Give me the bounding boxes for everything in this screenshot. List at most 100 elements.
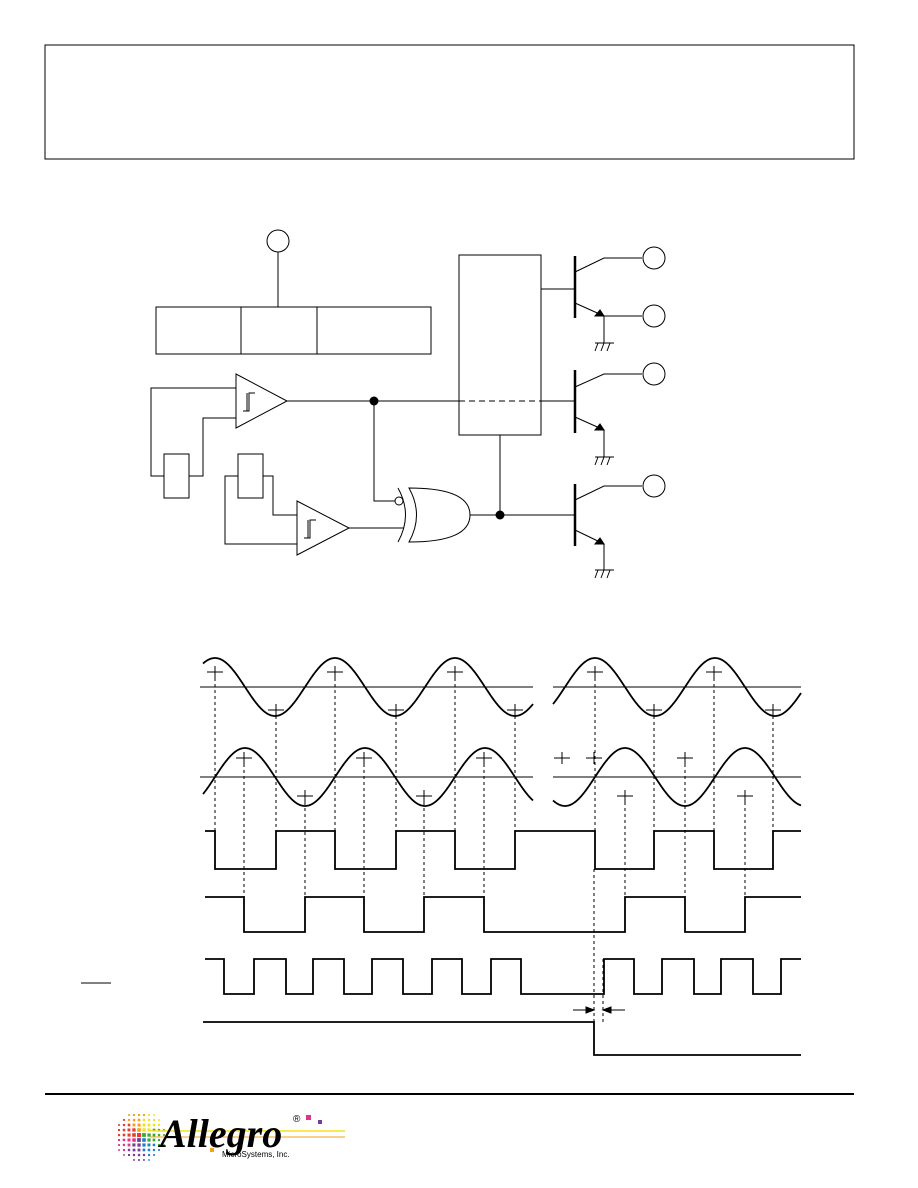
logo-tile bbox=[127, 1128, 131, 1132]
logic-block bbox=[458, 254, 542, 436]
logo-tile bbox=[137, 1123, 141, 1127]
output-transistor-2 bbox=[560, 370, 642, 466]
output-transistor-1 bbox=[560, 256, 642, 352]
logo-tile bbox=[147, 1143, 151, 1147]
logo-tile bbox=[122, 1143, 126, 1147]
logo-tile bbox=[137, 1133, 142, 1138]
logo-tile bbox=[152, 1128, 156, 1132]
output-pin-3 bbox=[642, 362, 666, 386]
direction-output-waveform bbox=[203, 1021, 801, 1056]
logo-tile bbox=[142, 1128, 146, 1132]
output-b-waveform bbox=[205, 896, 801, 933]
output-pin-1 bbox=[642, 246, 666, 270]
logo-wordmark: Allegro bbox=[157, 1111, 282, 1156]
logo-tile bbox=[132, 1128, 136, 1132]
logo-tile bbox=[157, 1128, 161, 1132]
logo-tile bbox=[142, 1143, 146, 1147]
logo-tile bbox=[148, 1159, 150, 1161]
logo-tile bbox=[118, 1134, 121, 1137]
logo-tile bbox=[118, 1129, 120, 1131]
logo-tile bbox=[127, 1123, 131, 1127]
projection-lines bbox=[214, 672, 774, 897]
timing-diagram bbox=[81, 657, 802, 1056]
logo-tile bbox=[142, 1118, 146, 1122]
logo-tile bbox=[158, 1124, 160, 1126]
logo-tile bbox=[118, 1139, 120, 1141]
logo-subtitle: MicroSystems, Inc. bbox=[222, 1150, 290, 1159]
logo-tile bbox=[122, 1123, 126, 1127]
logo-tile bbox=[122, 1133, 126, 1137]
logo-tile bbox=[137, 1118, 141, 1122]
logo-tile bbox=[158, 1144, 161, 1147]
logo-tile bbox=[132, 1153, 136, 1157]
logo-tile bbox=[133, 1114, 135, 1116]
logo-tile bbox=[123, 1119, 125, 1121]
logo-tile bbox=[118, 1124, 120, 1126]
logo-tile bbox=[132, 1118, 136, 1122]
logo-tile bbox=[123, 1154, 125, 1156]
hall-element-1 bbox=[163, 453, 190, 499]
logo-registered-mark: ® bbox=[293, 1114, 301, 1125]
logo-tile bbox=[147, 1138, 151, 1142]
hysteresis-symbol-1 bbox=[243, 392, 255, 412]
logo-tile bbox=[148, 1114, 150, 1116]
logo-tile bbox=[127, 1148, 131, 1152]
logo-tile bbox=[137, 1148, 141, 1152]
logo-tile bbox=[127, 1138, 131, 1142]
output-a-waveform bbox=[205, 830, 801, 870]
logo-tile bbox=[132, 1133, 136, 1137]
schmitt-amp-1 bbox=[235, 373, 289, 429]
logo-tile bbox=[163, 1144, 165, 1146]
logo-tile bbox=[128, 1154, 130, 1156]
logo-tile bbox=[163, 1134, 165, 1136]
logo-tile bbox=[122, 1128, 126, 1132]
logo-tile bbox=[152, 1143, 156, 1147]
junction-dot-2 bbox=[495, 510, 505, 520]
logo-tile bbox=[132, 1143, 136, 1147]
logo-tile bbox=[163, 1139, 165, 1141]
logo-tile bbox=[137, 1138, 141, 1142]
logo-tile bbox=[118, 1149, 120, 1151]
xor-gate bbox=[408, 487, 471, 543]
sine-wave-b-left bbox=[202, 747, 534, 807]
logo-tile bbox=[152, 1148, 156, 1152]
logo-tile bbox=[143, 1159, 145, 1161]
supply-pin bbox=[266, 229, 290, 253]
junction-dot-1 bbox=[369, 396, 379, 406]
schmitt-amp-2 bbox=[296, 500, 351, 556]
xor-inverting-bubble bbox=[394, 496, 404, 506]
logo-tile bbox=[138, 1159, 140, 1161]
logo-tile bbox=[142, 1133, 146, 1137]
header-box bbox=[44, 44, 855, 160]
logo-tile bbox=[153, 1154, 155, 1156]
logo-tile bbox=[158, 1149, 160, 1151]
logo-tile bbox=[123, 1149, 126, 1152]
logo-tile bbox=[132, 1148, 136, 1152]
logo-tile bbox=[127, 1133, 131, 1137]
xor-output-waveform bbox=[205, 958, 801, 995]
logo-tile bbox=[152, 1138, 156, 1142]
logo-tile bbox=[127, 1118, 131, 1122]
logo-tile bbox=[153, 1119, 156, 1122]
sine-wave-b-right bbox=[552, 747, 802, 807]
logo-tile bbox=[137, 1153, 141, 1157]
logo-tile bbox=[152, 1133, 156, 1137]
logo-tile bbox=[127, 1143, 131, 1147]
logo-tile bbox=[158, 1119, 160, 1121]
logo-tile bbox=[137, 1128, 141, 1132]
logo-tile bbox=[132, 1138, 136, 1142]
regulator-block bbox=[155, 306, 432, 355]
logo-tile bbox=[142, 1123, 146, 1127]
logo-tile bbox=[142, 1148, 146, 1152]
logo-tile bbox=[147, 1118, 151, 1122]
logo-tile bbox=[133, 1159, 135, 1161]
logo-tile bbox=[163, 1129, 165, 1131]
logo-tile bbox=[142, 1153, 146, 1157]
logo-tile bbox=[128, 1114, 130, 1116]
output-pin-4 bbox=[642, 474, 666, 498]
allegro-logo: Allegro ® MicroSystems, Inc. bbox=[118, 1111, 345, 1161]
block-diagram bbox=[150, 229, 666, 579]
logo-tile bbox=[147, 1133, 151, 1137]
logo-tile bbox=[157, 1138, 161, 1142]
